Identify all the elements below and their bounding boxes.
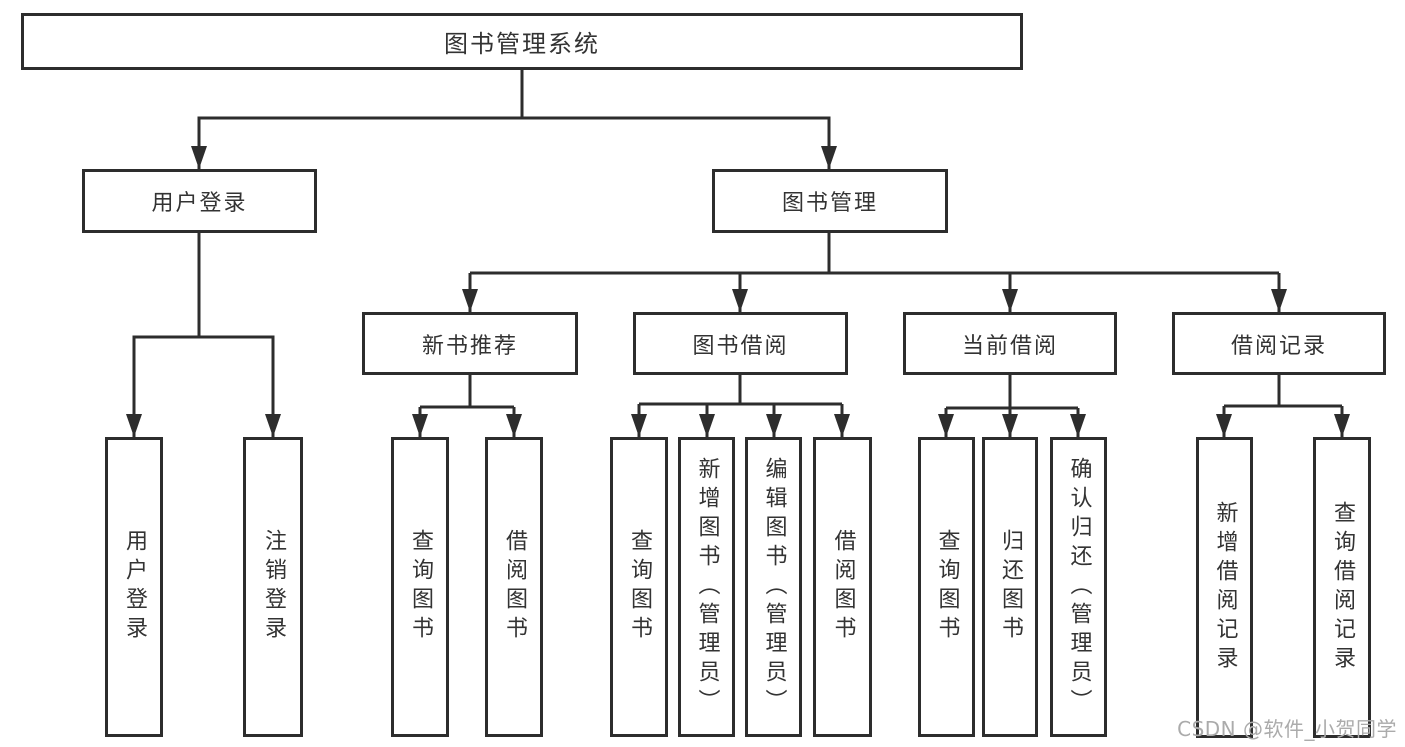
leaf-logout: 注销登录 (243, 437, 303, 737)
node-root: 图书管理系统 (21, 13, 1023, 70)
leaf-edit-book-admin: 编辑图书（管理员） (745, 437, 802, 737)
leaf-user-login: 用户登录 (105, 437, 163, 737)
leaf-current-query-book: 查询图书 (918, 437, 975, 737)
node-user-login: 用户登录 (82, 169, 317, 233)
csdn-watermark: CSDN @软件_小贺同学 (1177, 717, 1397, 741)
node-book-borrowing: 图书借阅 (633, 312, 848, 375)
leaf-confirm-return-admin: 确认归还（管理员） (1050, 437, 1107, 737)
leaf-borrowing-query-book: 查询图书 (610, 437, 668, 737)
leaf-borrow-book: 借阅图书 (813, 437, 872, 737)
node-book-management: 图书管理 (712, 169, 948, 233)
leaf-add-borrow-record: 新增借阅记录 (1196, 437, 1253, 738)
leaf-add-book-admin: 新增图书（管理员） (678, 437, 735, 737)
node-borrowing-record: 借阅记录 (1172, 312, 1386, 375)
node-new-book-recommendation: 新书推荐 (362, 312, 578, 375)
leaf-recommend-borrow-book: 借阅图书 (485, 437, 543, 737)
leaf-return-book: 归还图书 (982, 437, 1038, 737)
node-current-borrowing: 当前借阅 (903, 312, 1117, 375)
leaf-recommend-query-book: 查询图书 (391, 437, 449, 737)
leaf-query-borrow-record: 查询借阅记录 (1313, 437, 1371, 738)
